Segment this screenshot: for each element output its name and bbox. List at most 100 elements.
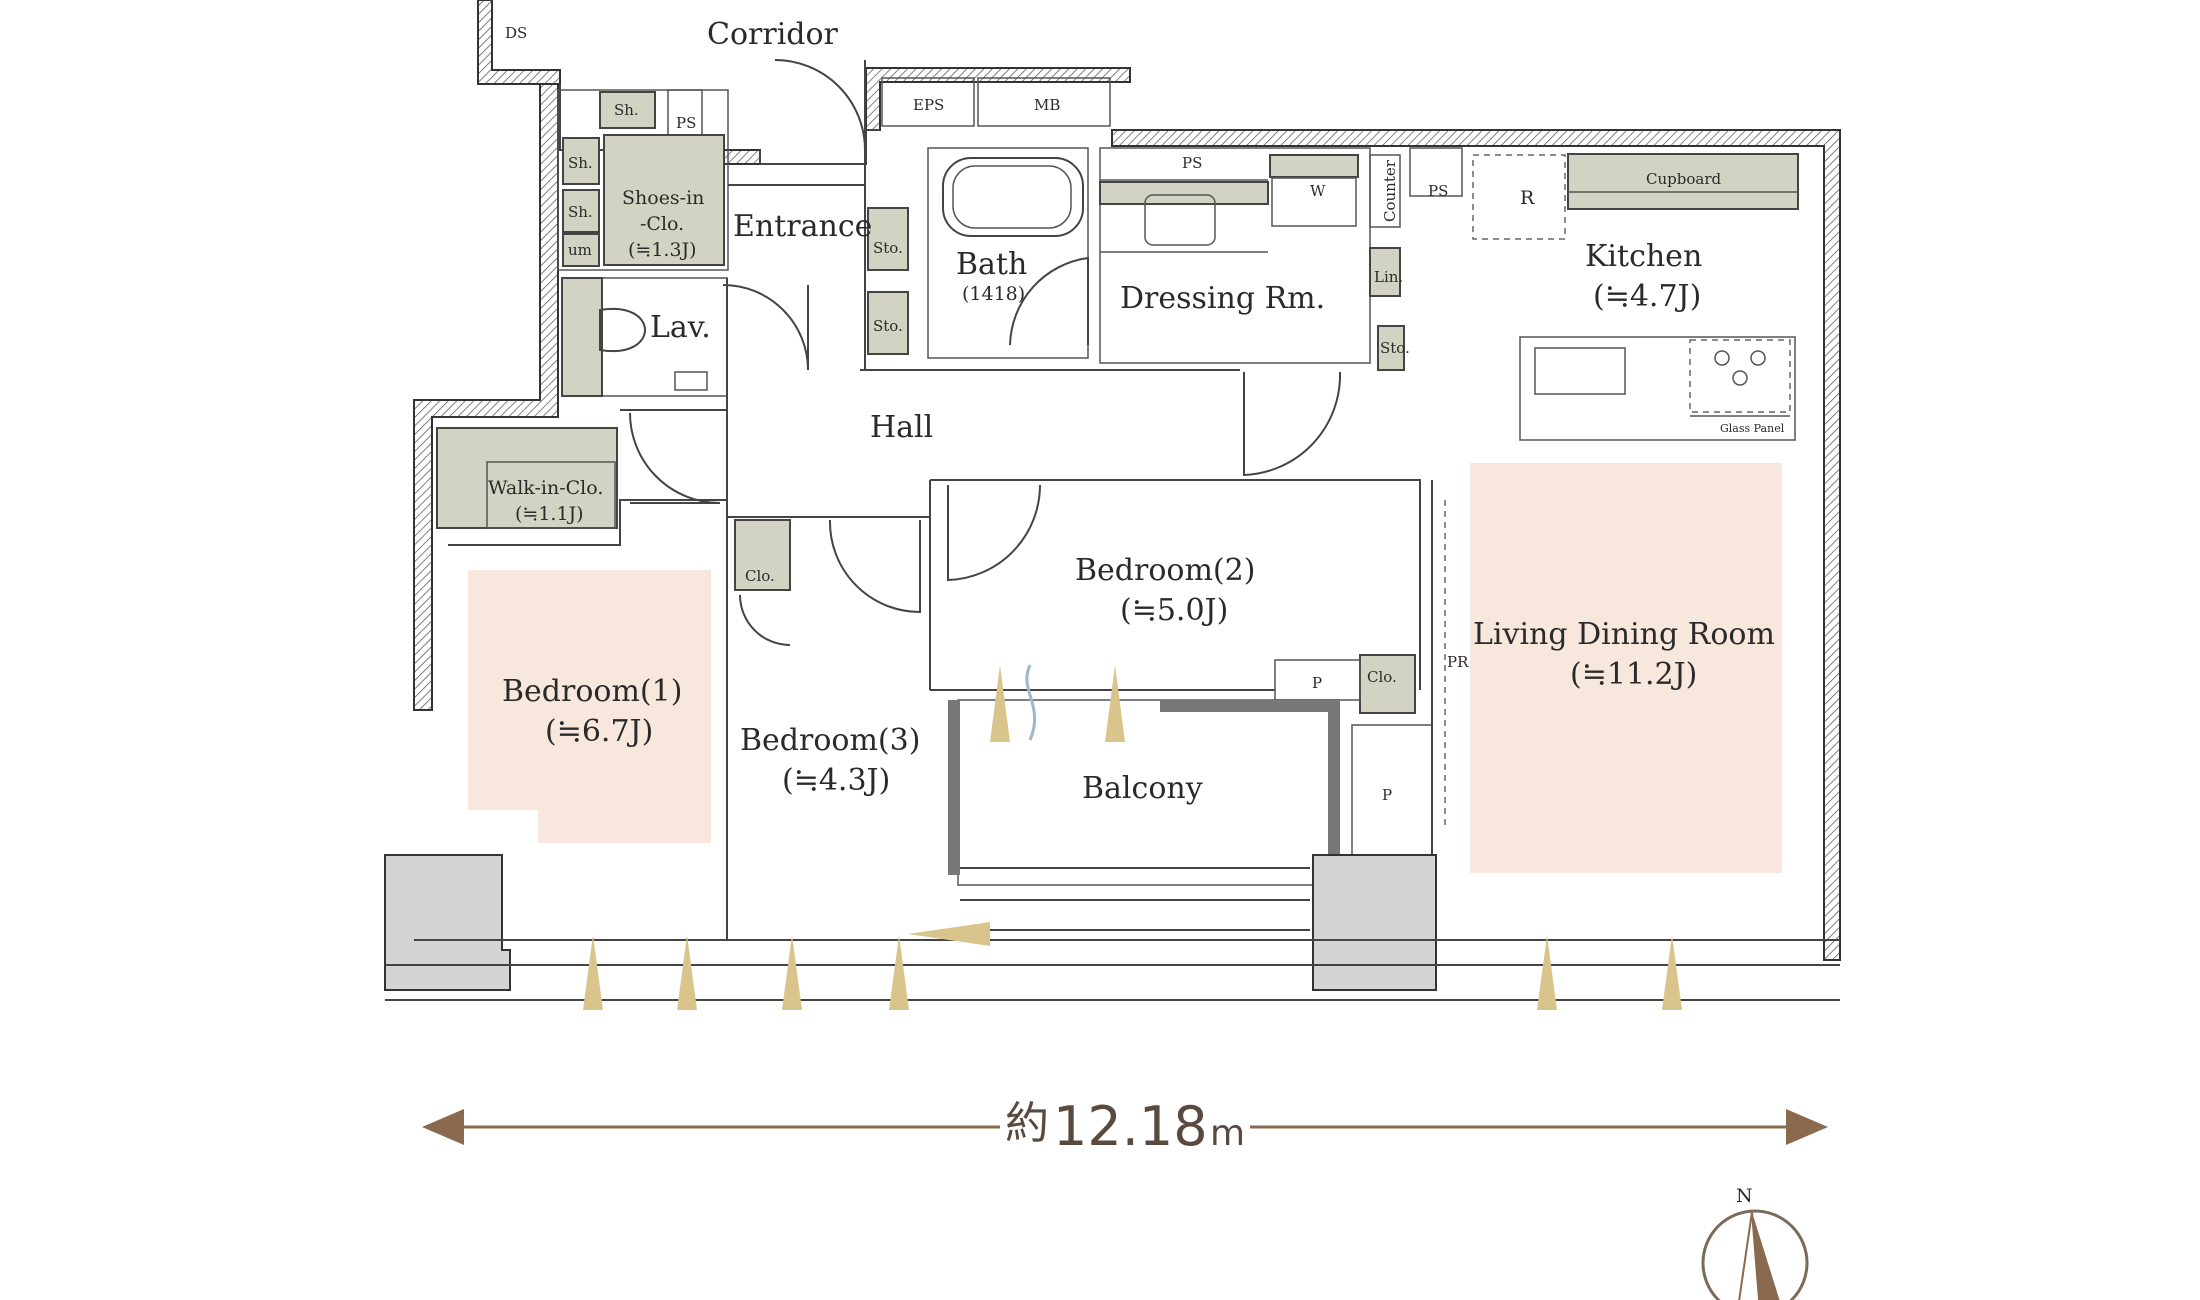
mb-box (977, 77, 1111, 127)
pillar-right (1312, 854, 1437, 991)
inner-walls (384, 84, 1840, 1001)
label-glass-panel: Glass Panel (1720, 422, 1785, 435)
door-clo1 (739, 594, 791, 646)
door-bedroom2 (947, 484, 1041, 582)
label-cupboard: Cupboard (1646, 170, 1721, 188)
sh1-box (599, 91, 656, 129)
label-sh2: Sh. (568, 154, 593, 172)
shoes-closet-box (603, 134, 725, 266)
wall-top-right (1111, 129, 1841, 961)
bathtub-inner (952, 165, 1072, 229)
label-r: R (1520, 187, 1535, 209)
label-lin: Lin. (1374, 268, 1403, 286)
balcony-wall-top (1160, 700, 1340, 712)
counter-box (1369, 154, 1401, 228)
label-p1: P (1312, 674, 1322, 692)
label-hall: Hall (870, 410, 933, 445)
bathtub (942, 157, 1084, 237)
sh3-box (562, 189, 600, 233)
lin-box (1369, 247, 1401, 297)
label-clo2: Clo. (1367, 668, 1397, 686)
label-shoes2: -Clo. (640, 213, 684, 235)
sun-ray (677, 935, 697, 1010)
compass-needle-icon (1752, 1212, 1780, 1300)
dimension-value: 12.18 (1053, 1095, 1208, 1158)
fridge (1472, 154, 1566, 240)
burner2 (1750, 350, 1766, 366)
balcony-wall-right (1328, 700, 1340, 860)
kitchen-counter (1519, 336, 1796, 441)
sun-ray (1105, 665, 1125, 742)
label-clo1: Clo. (745, 567, 775, 585)
label-ps2: PS (1182, 154, 1202, 172)
door-corridor (774, 59, 866, 151)
label-ps3: PS (1428, 182, 1448, 200)
door-dressing (1243, 371, 1342, 477)
label-lav: Lav. (650, 310, 711, 345)
label-counter: Counter (1381, 159, 1399, 222)
door-bath (1009, 256, 1089, 346)
bath-block (927, 147, 1089, 359)
clo1-box (734, 519, 791, 591)
burner1 (1714, 350, 1730, 366)
balcony-wall-left (948, 700, 960, 875)
label-um: um (568, 241, 592, 259)
cooktop (1689, 339, 1791, 413)
ps-box (1409, 147, 1463, 197)
label-walkin-size: (≒1.1J) (515, 503, 584, 525)
label-bedroom1: Bedroom(1) (502, 674, 682, 709)
corridor-edge2 (759, 129, 880, 165)
storage-boxes (562, 77, 1111, 355)
label-sh3: Sh. (568, 203, 593, 221)
label-mb: MB (1034, 96, 1060, 114)
door-bedroom3 (828, 519, 921, 614)
label-living: Living Dining Room (1473, 617, 1775, 652)
vanity-sink (1144, 194, 1216, 246)
vanity-counter (1099, 181, 1269, 205)
label-bedroom3-size: (≒4.3J) (782, 763, 890, 798)
sto2-box (867, 291, 909, 355)
label-bedroom2-size: (≒5.0J) (1120, 593, 1228, 628)
walkin-box (436, 427, 618, 529)
sh2-box (562, 137, 600, 185)
bedroom1-top (448, 499, 727, 546)
bedroom1-floor (468, 570, 711, 843)
compass-ring (1701, 1209, 1809, 1300)
um-box (562, 233, 600, 267)
compass-label: N (1736, 1185, 1753, 1207)
label-dressing: Dressing Rm. (1120, 281, 1325, 316)
label-walkin: Walk-in-Clo. (488, 477, 603, 499)
door-walkin (629, 412, 721, 504)
sun-ray (1537, 935, 1557, 1010)
kitchen-sink (1534, 347, 1626, 395)
sun-ray (990, 665, 1010, 742)
washer-top (1269, 154, 1359, 178)
label-sto1: Sto. (873, 239, 903, 257)
wall-ds (477, 0, 561, 85)
toilet (599, 307, 646, 353)
sun-ray (889, 935, 909, 1010)
compass: N (1701, 1185, 1809, 1300)
label-shoes-size: (≒1.3J) (628, 239, 697, 261)
sto1-box (867, 207, 909, 271)
width-dimension: 約 12.18 m (422, 1095, 1828, 1158)
label-pr: PR (1447, 653, 1469, 671)
compass-needle-half (1738, 1211, 1761, 1300)
walkin-inner (486, 461, 616, 529)
sunlight-marks (583, 664, 1682, 1010)
washer (1271, 177, 1357, 227)
label-bath: Bath (956, 247, 1027, 282)
dimension-prefix: 約 (1005, 1098, 1049, 1149)
label-sh1: Sh. (614, 101, 639, 119)
label-bedroom1-size: (≒6.7J) (545, 714, 653, 749)
dimension-unit: m (1210, 1113, 1245, 1154)
room-labels: DS Corridor EPS MB PS PS PS Sh. Sh. Sh. … (488, 17, 1785, 806)
label-p2: P (1382, 786, 1392, 804)
burner3 (1732, 370, 1748, 386)
sun-ray (1662, 935, 1682, 1010)
label-corridor: Corridor (707, 17, 839, 52)
bedroom2-box (930, 479, 1421, 690)
label-living-size: (≒11.2J) (1570, 657, 1697, 692)
label-ps1: PS (676, 114, 696, 132)
